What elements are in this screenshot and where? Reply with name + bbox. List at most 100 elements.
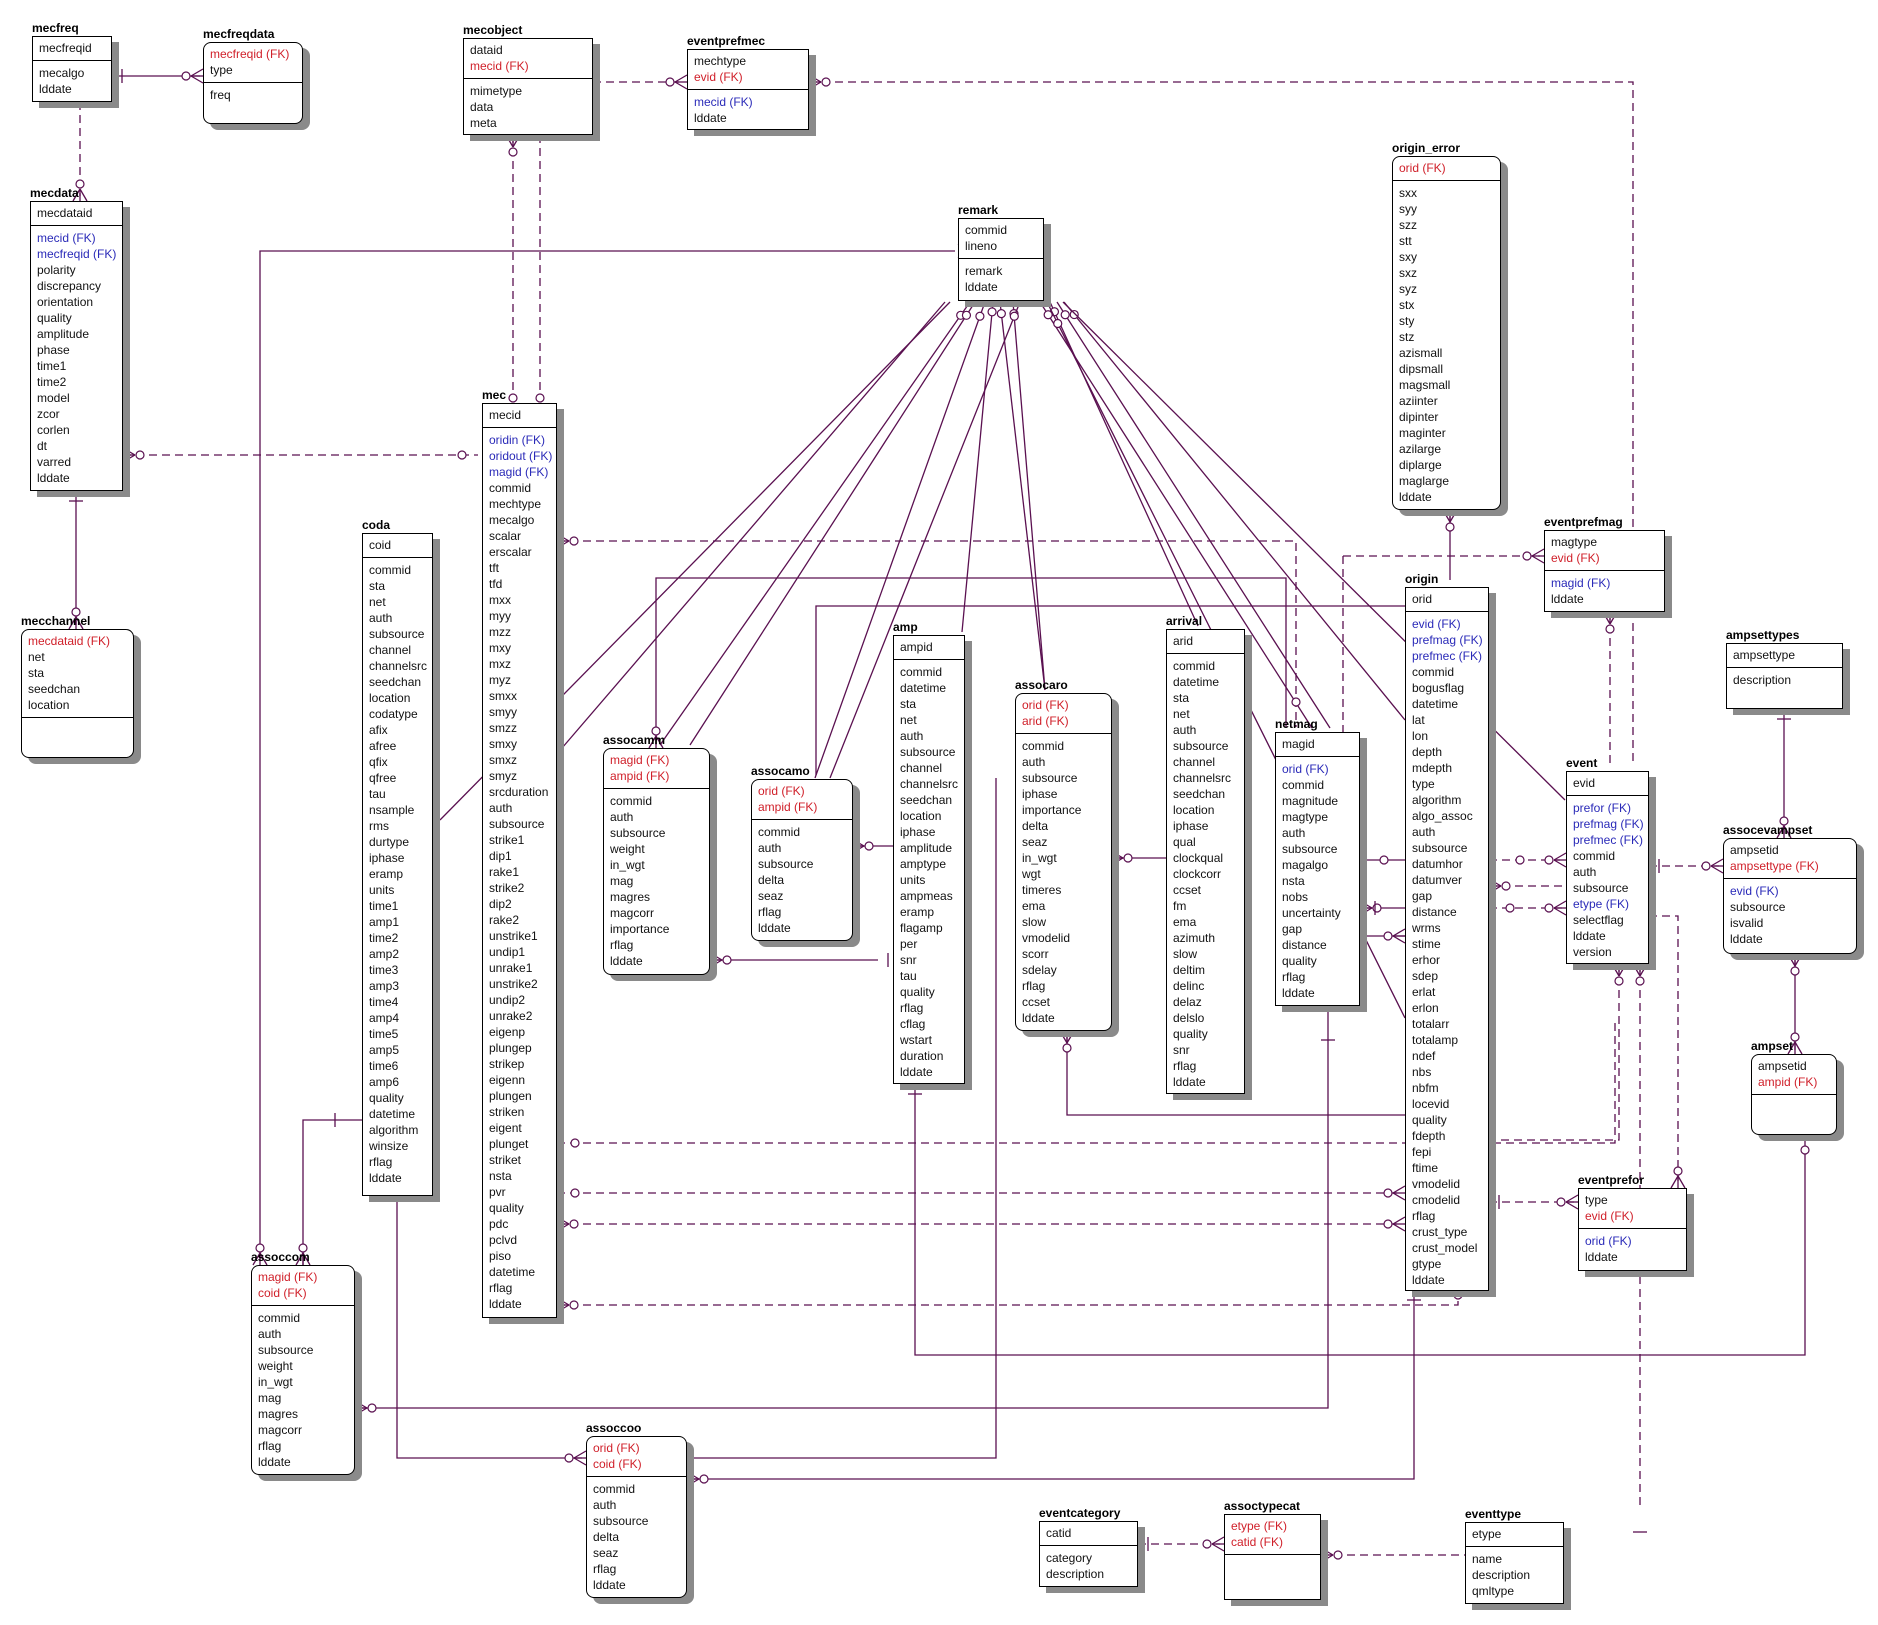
crows-foot-icon xyxy=(808,74,822,83)
attribute: subsource xyxy=(1573,881,1629,895)
crows-foot-icon xyxy=(79,188,88,202)
attribute: phase xyxy=(37,343,70,357)
crows-foot-icon xyxy=(1110,857,1124,866)
entity-title: mec xyxy=(482,388,507,402)
attribute: importance xyxy=(1022,803,1082,817)
key-attribute: orid (FK) xyxy=(1399,161,1446,175)
key-attribute: ampsettype xyxy=(1733,648,1796,662)
attribute: qmltype xyxy=(1472,1584,1515,1598)
optional-marker-icon xyxy=(722,955,732,965)
attribute: qfree xyxy=(369,771,397,785)
relationship-line xyxy=(829,301,1021,779)
key-attribute: evid (FK) xyxy=(694,70,743,84)
attribute: lddate xyxy=(1173,1075,1206,1089)
attribute: sta xyxy=(369,579,386,593)
optional-marker-icon xyxy=(570,1188,580,1198)
attribute: smxy xyxy=(489,737,517,751)
primary-key-section: magid (FK)ampid (FK) xyxy=(604,749,709,789)
crows-foot-icon xyxy=(1794,1041,1803,1055)
key-attribute: etype xyxy=(1472,1527,1502,1541)
attribute: ccset xyxy=(1173,883,1202,897)
attribute: delslo xyxy=(1173,1011,1205,1025)
attribute: auth xyxy=(369,611,393,625)
attribute: auth xyxy=(1573,865,1597,879)
attribute: lddate xyxy=(610,954,643,968)
attribute: erlat xyxy=(1412,985,1436,999)
attribute: amp6 xyxy=(369,1075,400,1089)
attribute: pvr xyxy=(489,1185,506,1199)
crows-foot-icon xyxy=(1449,509,1458,523)
attribute: datetime xyxy=(1412,697,1459,711)
key-attribute: coid (FK) xyxy=(258,1286,307,1300)
attribute: lddate xyxy=(593,1578,626,1592)
attribute: prefmec (FK) xyxy=(1412,649,1483,663)
attribute: bogusflag xyxy=(1412,681,1465,695)
optional-marker-icon xyxy=(1605,624,1615,634)
attribute: commid xyxy=(1022,739,1065,753)
attribute-section: orid (FK)lddate xyxy=(1579,1229,1686,1269)
attribute: prefor (FK) xyxy=(1573,801,1632,815)
key-attribute: orid xyxy=(1412,592,1433,606)
entity-box: etype (FK)catid (FK) xyxy=(1224,1514,1321,1600)
entity-title: eventprefmag xyxy=(1544,515,1623,529)
crows-foot-icon xyxy=(354,1407,368,1416)
attribute: stt xyxy=(1399,234,1412,248)
attribute: cflag xyxy=(900,1017,926,1031)
key-attribute: orid (FK) xyxy=(593,1441,640,1455)
attribute: maglarge xyxy=(1399,474,1450,488)
attribute: vmodelid xyxy=(1412,1177,1461,1191)
crows-foot-icon xyxy=(1211,1543,1225,1552)
primary-key-section: magid xyxy=(1276,733,1359,757)
attribute: aziinter xyxy=(1399,394,1438,408)
entity-title: amp xyxy=(893,620,918,634)
attribute: model xyxy=(37,391,70,405)
attribute: dip2 xyxy=(489,897,512,911)
entity-title: eventprefmec xyxy=(687,34,766,48)
attribute: srcduration xyxy=(489,785,549,799)
attribute: unstrike2 xyxy=(489,977,538,991)
relationship-line xyxy=(1039,301,1313,729)
attribute: freq xyxy=(210,88,231,102)
attribute: plungep xyxy=(489,1041,532,1055)
key-attribute: net xyxy=(28,650,45,664)
primary-key-section: orid (FK) xyxy=(1393,157,1500,181)
attribute: seedchan xyxy=(900,793,953,807)
attribute: auth xyxy=(1412,825,1436,839)
